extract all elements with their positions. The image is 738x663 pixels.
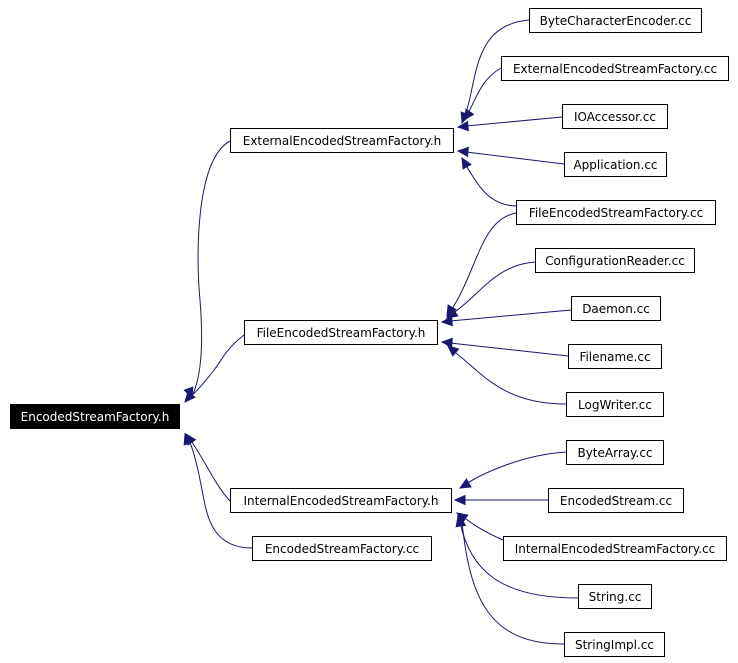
edge-internal-h-to-root xyxy=(188,437,231,502)
node-external-encoded-stream-factory-h[interactable]: ExternalEncodedStreamFactory.h xyxy=(230,128,454,153)
node-encoded-stream-cc[interactable]: EncodedStream.cc xyxy=(548,488,684,513)
node-string-cc[interactable]: String.cc xyxy=(578,584,652,609)
edge-external-h-to-root xyxy=(191,140,231,397)
edge-encodedstream-to-internal-arrowhead xyxy=(453,494,466,506)
edge-encoded-cc-to-root-arrowhead xyxy=(183,432,194,446)
edge-bytearray-to-internal xyxy=(465,451,567,485)
node-internal-encoded-stream-factory-cc[interactable]: InternalEncodedStreamFactory.cc xyxy=(503,536,727,561)
edge-encoded-cc-to-root xyxy=(187,437,253,549)
node-file-encoded-stream-factory-cc[interactable]: FileEncodedStreamFactory.cc xyxy=(516,200,716,225)
edge-file-cc-to-external xyxy=(463,161,517,207)
edge-string-to-internal xyxy=(459,521,579,599)
edge-daemon-to-file-h xyxy=(449,309,572,322)
node-filename-cc[interactable]: Filename.cc xyxy=(568,344,662,369)
edge-stringimpl-to-internal xyxy=(461,521,565,645)
node-string-impl-cc[interactable]: StringImpl.cc xyxy=(564,632,665,657)
edge-file-cc-to-file-h xyxy=(449,212,517,313)
edge-ioaccessor-to-external xyxy=(465,116,563,127)
node-encoded-stream-factory-cc[interactable]: EncodedStreamFactory.cc xyxy=(252,536,432,561)
edge-daemon-to-file-h-arrowhead xyxy=(440,315,453,327)
node-daemon-cc[interactable]: Daemon.cc xyxy=(571,296,661,321)
node-log-writer-cc[interactable]: LogWriter.cc xyxy=(566,392,664,417)
node-external-encoded-stream-factory-cc[interactable]: ExternalEncodedStreamFactory.cc xyxy=(501,56,729,81)
node-configuration-reader-cc[interactable]: ConfigurationReader.cc xyxy=(535,248,695,273)
edge-logwriter-to-file-h xyxy=(451,349,567,405)
edge-config-to-file-h xyxy=(451,261,536,315)
edge-application-to-external xyxy=(465,151,565,165)
edge-ioaccessor-to-external-arrowhead xyxy=(456,120,469,132)
edge-stringimpl-to-internal-arrowhead xyxy=(455,514,467,527)
edge-file-h-to-root xyxy=(187,334,245,400)
edge-external-cc-to-external-arrowhead xyxy=(463,108,475,121)
edge-file-h-to-root-arrowhead xyxy=(184,390,196,403)
node-byte-array-cc[interactable]: ByteArray.cc xyxy=(566,440,664,465)
edge-byte-char-to-external xyxy=(463,19,530,119)
edge-external-cc-to-external xyxy=(466,67,502,116)
edge-logwriter-to-file-h-arrowhead xyxy=(447,345,460,357)
node-io-accessor-cc[interactable]: IOAccessor.cc xyxy=(562,104,668,129)
edge-filename-to-file-h xyxy=(449,342,569,357)
edge-application-to-external-arrowhead xyxy=(456,146,469,158)
node-byte-character-encoder-cc[interactable]: ByteCharacterEncoder.cc xyxy=(529,8,702,33)
edge-bytearray-to-internal-arrowhead xyxy=(458,478,472,489)
edge-internal-cc-to-internal xyxy=(461,515,504,541)
node-file-encoded-stream-factory-h[interactable]: FileEncodedStreamFactory.h xyxy=(244,320,438,345)
edge-file-cc-to-external-arrowhead xyxy=(461,156,472,170)
edge-config-to-file-h-arrowhead xyxy=(446,307,459,319)
node-encoded-stream-factory-h: EncodedStreamFactory.h xyxy=(10,404,180,429)
node-application-cc[interactable]: Application.cc xyxy=(564,152,667,177)
node-internal-encoded-stream-factory-h[interactable]: InternalEncodedStreamFactory.h xyxy=(230,488,452,513)
edge-filename-to-file-h-arrowhead xyxy=(440,337,453,349)
